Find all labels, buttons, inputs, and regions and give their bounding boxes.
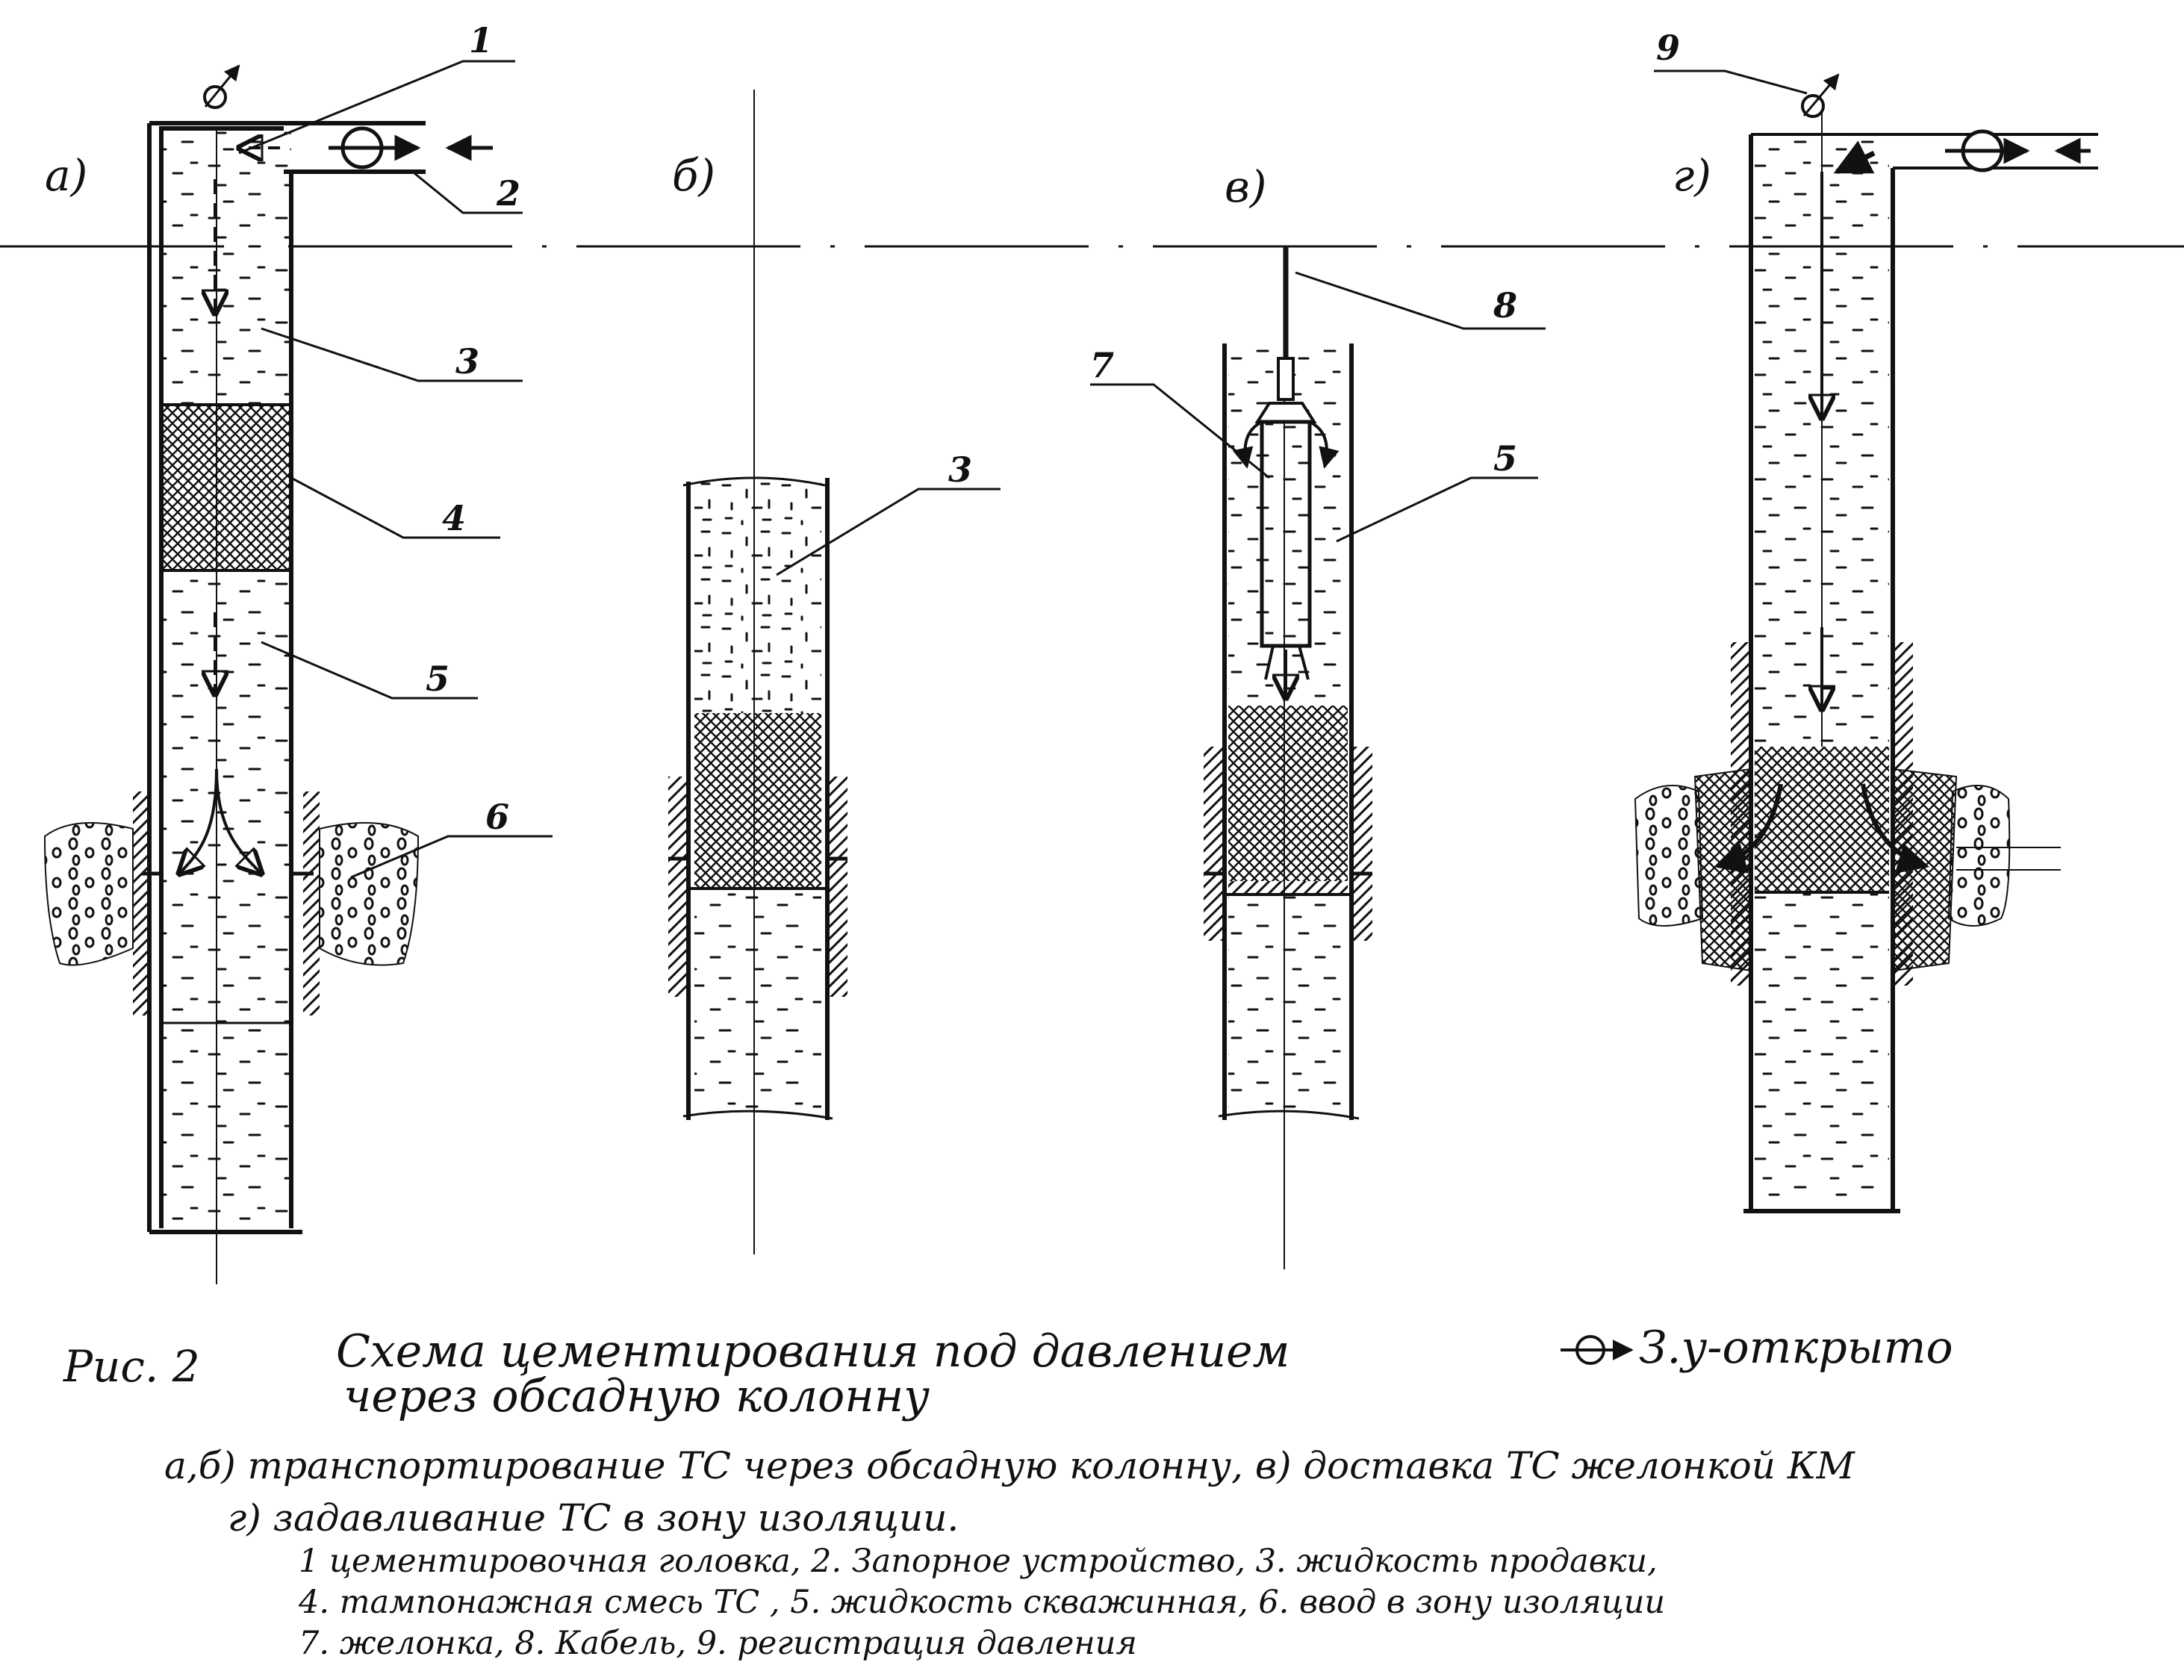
cement-ring (1204, 747, 1223, 941)
panel-v-label: в) (1225, 161, 1266, 212)
callout-5: 5 (426, 659, 449, 699)
caption-title-line2: через обсадную колонну (343, 1370, 930, 1422)
callout-9: 9 (1656, 28, 1680, 68)
valve-legend-text: З.у-открыто (1639, 1322, 1953, 1374)
cement-slurry (1755, 747, 1889, 892)
caption: Рис. 2 Схема цементирования под давление… (63, 1322, 1953, 1662)
caption-line-ab: а,б) транспортирование ТС через обсадную… (164, 1444, 1856, 1487)
flow-arrow-perforation-left (179, 768, 218, 874)
well-fluid (161, 570, 291, 1228)
cement-ring (1731, 642, 1749, 986)
cement-slurry (694, 713, 821, 889)
legend-line-1: 1 цементировочная головка, 2. Запорное у… (299, 1543, 1658, 1580)
caption-line-g: г) задавливание ТС в зону изоляции. (228, 1496, 959, 1540)
bailer (1260, 420, 1312, 648)
callout-6: 6 (485, 797, 509, 837)
panel-g: г) 9 (1634, 28, 2098, 1213)
formation-zone (43, 822, 134, 966)
caption-title-line1: Схема цементирования под давлением (336, 1325, 1289, 1378)
panel-b-label: б) (672, 150, 715, 201)
panel-g-label: г) (1673, 150, 1711, 201)
displacement-fluid (694, 478, 821, 713)
callout-5: 5 (1493, 438, 1517, 479)
figure-label: Рис. 2 (63, 1341, 200, 1392)
callout-1: 1 (469, 20, 493, 60)
cement-ring (133, 791, 149, 1015)
displacement-fluid (161, 128, 291, 405)
callout-8: 8 (1493, 285, 1517, 326)
flow-arrow-perforation-right (215, 768, 261, 874)
callout-3: 3 (455, 341, 479, 382)
legend-line-2: 4. тампонажная смесь ТС , 5. жидкость ск… (298, 1584, 1665, 1621)
well-fluid (694, 889, 821, 1113)
callout-2: 2 (496, 173, 520, 214)
well-fluid (1755, 892, 1889, 1206)
squeeze-arrow-left (1714, 783, 1783, 874)
cement-slurry (161, 405, 291, 570)
cement-ring (668, 777, 687, 997)
callout-3: 3 (948, 449, 972, 490)
squeeze-arrow-right (1861, 783, 1930, 874)
panel-v: в) 8 7 5 (1090, 161, 1546, 1269)
cement-slurry (1228, 706, 1348, 881)
legend-line-3: 7. желонка, 8. Кабель, 9. регистрация да… (299, 1625, 1137, 1662)
panel-a: а) (43, 20, 553, 1284)
panel-a-label: а) (45, 150, 87, 201)
formation-zone (1634, 785, 1704, 927)
casing-wall-left (159, 126, 284, 1228)
callout-4: 4 (442, 498, 466, 538)
bailer-head (1254, 402, 1317, 423)
callout-7: 7 (1090, 345, 1114, 385)
panel-b: б) 3 (668, 90, 1001, 1254)
